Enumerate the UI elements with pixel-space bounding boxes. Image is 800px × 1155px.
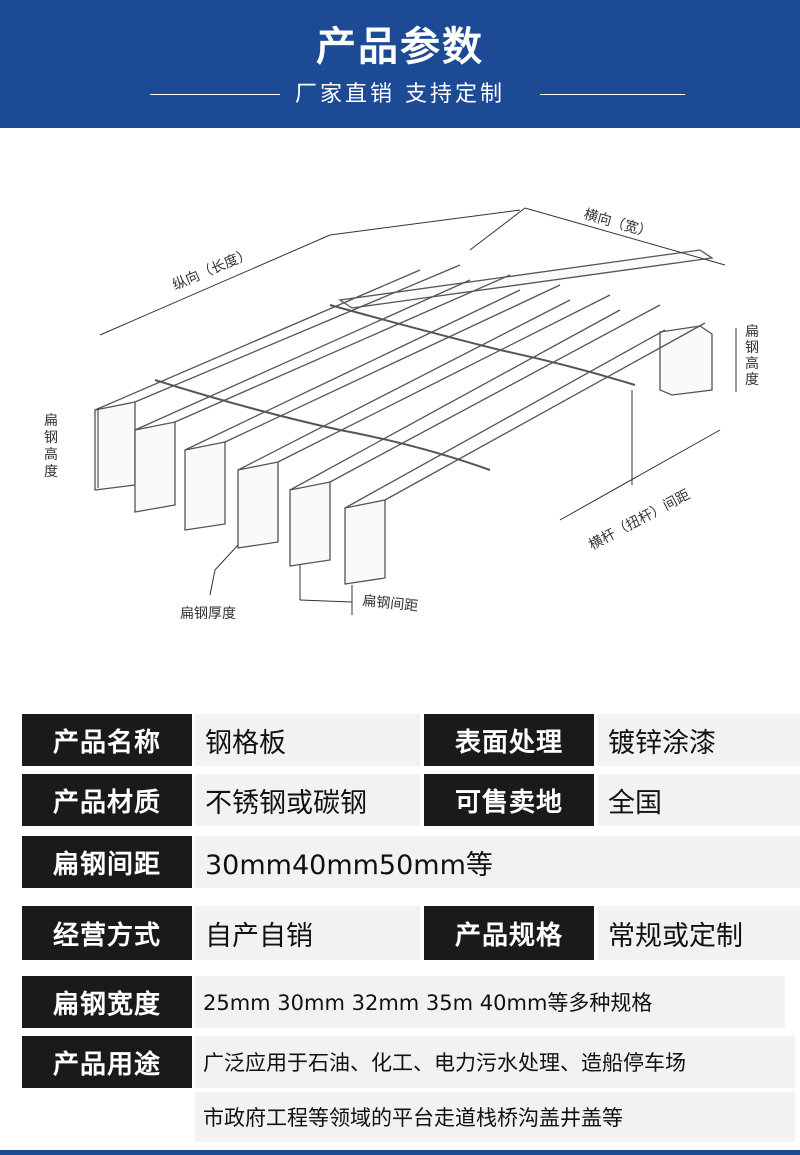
label-bar-height-left: 扁 钢 高 度 [44,413,62,480]
bar-edge [174,274,511,423]
grating-diagram-svg: 纵向（长度） 横向（宽） 扁 钢 高 度 扁 钢 高 度 横杆（扭杆）间距 扁钢… [44,206,763,622]
spec-value-name: 钢格板 [195,714,420,766]
spec-label-market: 可售卖地 [424,774,594,826]
page-subtitle: 厂家直销 支持定制 [295,82,505,107]
page-title: 产品参数 [316,24,484,70]
bar-edge [277,294,611,463]
label-cross-bar-pitch: 横杆（扭杆）间距 [586,487,692,554]
footer-bar [0,1150,800,1155]
bearing-bar-6 [344,499,386,585]
spec-value-spacing: 30mm40mm50mm等 [195,836,800,888]
spec-label-size: 产品规格 [424,906,594,960]
label-bar-height-right-char4: 度 [745,372,759,388]
dim-longitudinal-ext [329,209,521,236]
spec-value-usage-line1: 广泛应用于石油、化工、电力污水处理、造船停车场 [195,1036,795,1088]
dim-thickness-leader [209,544,239,596]
top-plate [338,249,714,309]
bearing-bar-4 [237,461,279,549]
header-divider-left [150,94,280,95]
bar-edge [344,329,666,509]
cross-bar-front [154,379,491,471]
bar-edge [289,309,621,491]
bearing-bar-3 [184,441,226,531]
bar-edge [224,284,561,443]
header-banner: 产品参数 厂家直销 支持定制 [0,0,800,128]
spec-label-name: 产品名称 [22,714,192,766]
bar-edge [237,299,571,471]
label-bar-height-left-char1: 扁 [44,413,58,429]
header-divider-right [540,94,685,95]
bar-edge [184,289,521,451]
spec-value-market: 全国 [598,774,800,826]
bearing-bar-5 [289,481,331,567]
bar-edge [134,264,461,403]
dim-cross-pitch [559,429,721,521]
spec-label-business: 经营方式 [22,906,192,960]
bar-edge [94,269,421,411]
spec-value-surface: 镀锌涂漆 [598,714,800,766]
label-bar-height-left-char4: 度 [44,464,58,480]
spec-label-usage: 产品用途 [22,1036,192,1088]
spec-label-surface: 表面处理 [424,714,594,766]
bar-edge [329,304,661,483]
right-end-block [659,325,713,396]
spec-value-usage-line2: 市政府工程等领域的平台走道栈桥沟盖井盖等 [195,1092,795,1142]
spec-value-width: 25mm 30mm 32mm 35m 40mm等多种规格 [195,976,785,1028]
spec-label-spacing: 扁钢间距 [22,836,192,888]
bar-edge [384,322,706,501]
label-bar-height-right: 扁 钢 高 度 [745,324,763,388]
label-bar-height-right-char1: 扁 [745,324,759,340]
spec-value-business: 自产自销 [195,906,420,960]
spec-value-size: 常规或定制 [598,906,800,960]
grating-diagram: 纵向（长度） 横向（宽） 扁 钢 高 度 扁 钢 高 度 横杆（扭杆）间距 扁钢… [0,140,800,680]
bar-edge [134,279,471,431]
bearing-bar-2 [134,421,176,513]
label-bar-thickness: 扁钢厚度 [180,606,236,622]
dim-transverse-ext [469,207,526,251]
label-transverse: 横向（宽） [582,206,654,242]
dim-transverse [524,207,726,266]
bearing-bar-1 [94,401,136,491]
cross-bar-back [329,304,636,386]
dim-bar-pitch [299,599,353,603]
spec-label-material: 产品材质 [22,774,192,826]
label-bar-height-left-char2: 钢 [44,430,58,446]
spec-value-material: 不锈钢或碳钢 [195,774,420,826]
dim-longitudinal [99,234,331,336]
label-bar-height-right-char3: 高 [745,355,759,372]
label-bar-height-left-char3: 高 [44,446,58,463]
label-bar-height-right-char2: 钢 [745,340,759,356]
spec-label-width: 扁钢宽度 [22,976,192,1028]
label-bar-pitch: 扁钢间距 [362,593,419,615]
